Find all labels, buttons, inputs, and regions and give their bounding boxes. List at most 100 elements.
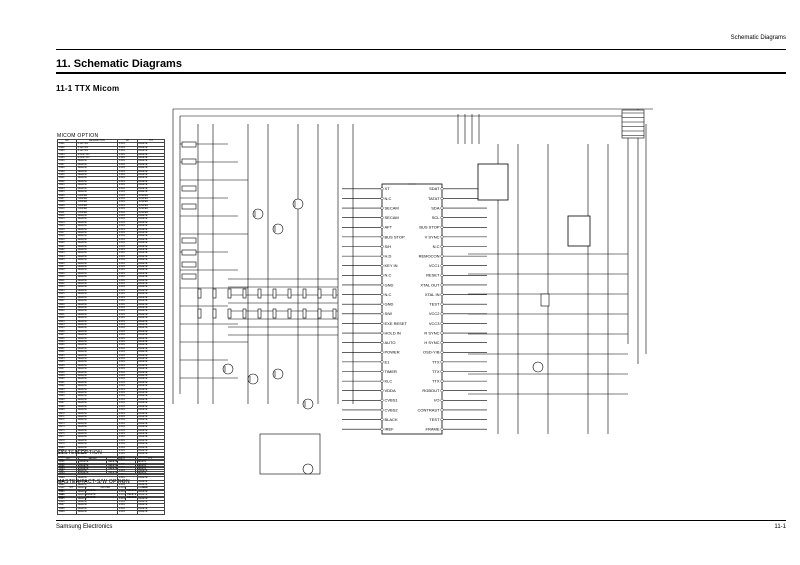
table-cell: DELETE <box>136 448 166 454</box>
resistor <box>302 288 307 299</box>
ic-pin-label: SCL <box>432 215 441 220</box>
resistor <box>302 308 307 319</box>
ic-pin-label: REMOCON <box>419 254 440 259</box>
ic-pin <box>440 427 444 431</box>
section-subtitle: 11-1 TTX Micom <box>56 84 120 93</box>
header-rule <box>56 49 786 50</box>
table-cell: DELETE <box>75 503 118 508</box>
ic-pin <box>440 264 444 268</box>
transistor <box>272 368 284 380</box>
transistor <box>247 373 259 385</box>
table-cell: DELETE <box>136 336 166 342</box>
ic-pin <box>440 225 444 229</box>
ic-pin-label: H.D <box>385 254 392 259</box>
ic-pin <box>380 254 384 258</box>
table-cell: DELETE <box>75 435 118 440</box>
tuner-block <box>567 215 591 247</box>
header-section-label: Schematic Diagrams <box>730 35 786 41</box>
table-cell: DELETE <box>75 411 118 416</box>
table-cell: DELETE <box>75 309 118 314</box>
ic-pin <box>440 244 444 248</box>
ic-pin-label: V SYNC <box>425 234 440 239</box>
table-cell: DELETE <box>75 421 118 427</box>
ic-pin-label: POWER <box>385 350 400 355</box>
table-cell: DELETE <box>136 278 166 284</box>
ic-pin-label: N.C <box>385 292 392 297</box>
table-cell: DELETE <box>75 350 118 355</box>
column-header: DESCRIPTION <box>75 138 118 144</box>
table-cell: DELETE <box>136 370 166 376</box>
column-header: TTX <box>136 138 166 144</box>
ic-pin <box>440 350 444 354</box>
table-cell: DELETE <box>136 499 166 505</box>
ic-pin-label: XTAL IN <box>425 292 440 297</box>
table-cell: DELETE <box>75 363 118 369</box>
ic-pin-label: TTX <box>432 369 440 374</box>
ic-pin <box>440 206 444 210</box>
transistor <box>272 223 284 235</box>
resistor <box>257 308 262 319</box>
ic-pin-label: SDAT <box>429 186 440 191</box>
ic-pin-label: S/H <box>385 244 392 249</box>
ic-pin <box>440 273 444 277</box>
table-cell: DELETE <box>136 319 166 325</box>
ic-pin-label: VCC3 <box>429 321 440 326</box>
table-cell: DELETE <box>75 316 118 321</box>
table-cell: DELETE <box>75 336 118 342</box>
table-cell: DELETE <box>136 333 166 338</box>
table-cell: DELETE <box>75 326 118 331</box>
table-cell: DELETE <box>75 254 118 260</box>
table-cell: DELETE <box>136 312 166 318</box>
table-cell: DELETE <box>75 305 118 311</box>
table-cell: DELETE <box>75 299 118 304</box>
ic-pin-label: SDA <box>431 205 440 210</box>
ic-pin-label: TEST <box>429 302 440 307</box>
table-cell: DELETE <box>136 421 166 427</box>
table-cell: DELETE <box>75 353 118 359</box>
table-cell: DELETE <box>136 356 166 362</box>
footer-company: Samsung Electronics <box>56 524 113 530</box>
schematic-wires <box>172 108 653 434</box>
ic-pin <box>440 331 444 335</box>
ic-pin-label: KLC <box>385 379 393 384</box>
table-cell: DELETE <box>75 380 118 386</box>
ic-pin <box>380 341 384 345</box>
ic-pin-label: BUS STOP <box>419 225 439 230</box>
table-cell: DELETE <box>136 510 166 515</box>
resistor <box>257 288 262 299</box>
table-cell: DELETE <box>75 438 118 444</box>
table-cell: DELETE <box>75 384 118 389</box>
table-cell: DELETE <box>75 394 118 399</box>
ic-pin-label: BLACK <box>385 417 398 422</box>
ic-pin-label: N.C <box>433 244 440 249</box>
table-cell: DELETE <box>75 418 118 423</box>
ic-pin <box>380 273 384 277</box>
ic-pin <box>380 418 384 422</box>
table-cell: DELETE <box>136 329 166 335</box>
table-cell: R902 <box>57 496 86 501</box>
ic-pin <box>380 283 384 287</box>
table-cell: DELETE <box>136 452 166 457</box>
